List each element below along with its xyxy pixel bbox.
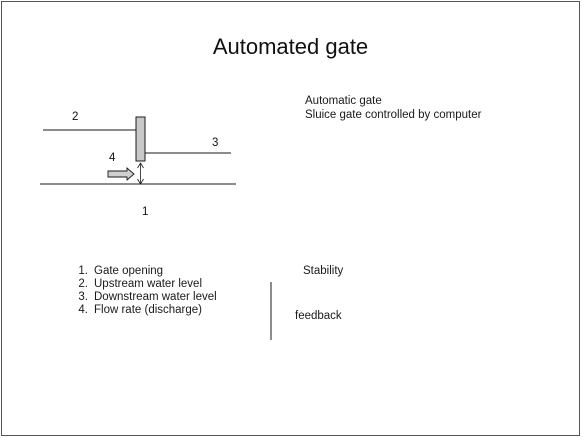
gate-opening-arrowhead-top — [137, 162, 144, 169]
stability-label: Stability — [303, 265, 344, 277]
sluice-gate — [135, 116, 146, 162]
list-item: 4.Flow rate (discharge) — [78, 304, 203, 316]
label-3: 3 — [212, 137, 218, 149]
feedback-label: feedback — [295, 310, 342, 322]
gate-opening-arrowhead-bottom — [137, 178, 144, 185]
list-item: 1.Gate opening — [78, 265, 164, 277]
list-item: 2.Upstream water level — [78, 278, 203, 290]
label-2: 2 — [72, 111, 78, 123]
list-item: 3.Downstream water level — [78, 291, 217, 303]
label-4: 4 — [109, 152, 116, 164]
label-1: 1 — [142, 206, 148, 218]
variable-list: 1.Gate opening 2.Upstream water level 3.… — [72, 265, 217, 317]
slide-title: Automated gate — [212, 34, 369, 59]
flow-arrow — [107, 167, 135, 181]
description-line-2: Sluice gate controlled by computer — [305, 109, 482, 121]
description-line-1: Automatic gate — [305, 95, 382, 107]
